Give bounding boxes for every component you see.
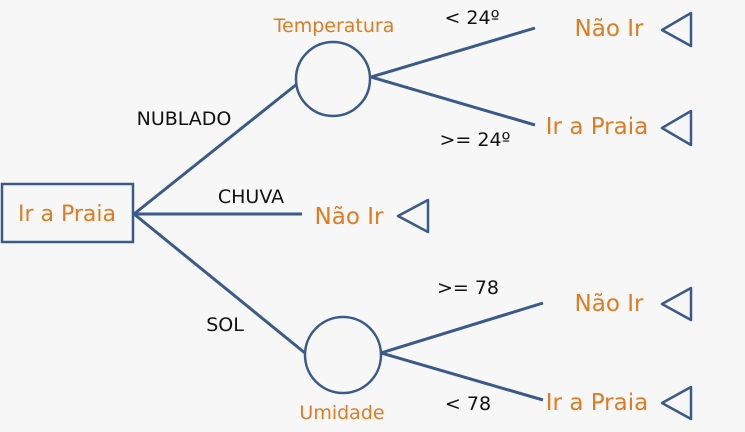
edge-umidade-high <box>380 301 544 355</box>
condition-umid-low: < 78 <box>445 393 491 415</box>
leaf-temp-high-label: Ir a Praia <box>546 114 648 140</box>
umidade-node-label: Umidade <box>299 402 384 424</box>
edge-root-temperatura <box>133 82 298 216</box>
condition-temp-high: >= 24º <box>439 129 510 151</box>
temperatura-node-circle <box>294 40 372 118</box>
leaf-umid-low-triangle-icon <box>660 385 693 421</box>
leaf-umid-low-label: Ir a Praia <box>546 390 648 416</box>
leaf-umid-high-triangle-icon <box>660 286 693 322</box>
leaf-chuva-triangle-icon <box>396 198 430 234</box>
condition-umid-high: >= 78 <box>437 277 499 299</box>
root-node-box <box>0 182 135 244</box>
leaf-temp-high-triangle-icon <box>660 109 693 147</box>
branch-label-chuva: CHUVA <box>218 186 284 208</box>
root-node-label: Ir a Praia <box>18 202 116 227</box>
condition-temp-low: < 24º <box>444 7 499 29</box>
leaf-umid-high-label: Não Ir <box>575 291 644 317</box>
edge-root-umidade <box>133 212 306 355</box>
umidade-node-circle <box>303 315 383 395</box>
temperatura-node-label: Temperatura <box>273 15 395 37</box>
branch-label-sol: SOL <box>206 314 244 336</box>
branch-label-nublado: NUBLADO <box>137 108 232 130</box>
leaf-temp-low-label: Não Ir <box>575 16 644 42</box>
edge-temperatura-low <box>370 26 536 79</box>
edge-temperatura-high <box>370 75 536 127</box>
edge-umidade-low <box>380 351 544 402</box>
leaf-chuva-label: Não Ir <box>315 204 384 230</box>
leaf-temp-low-triangle-icon <box>660 11 693 48</box>
